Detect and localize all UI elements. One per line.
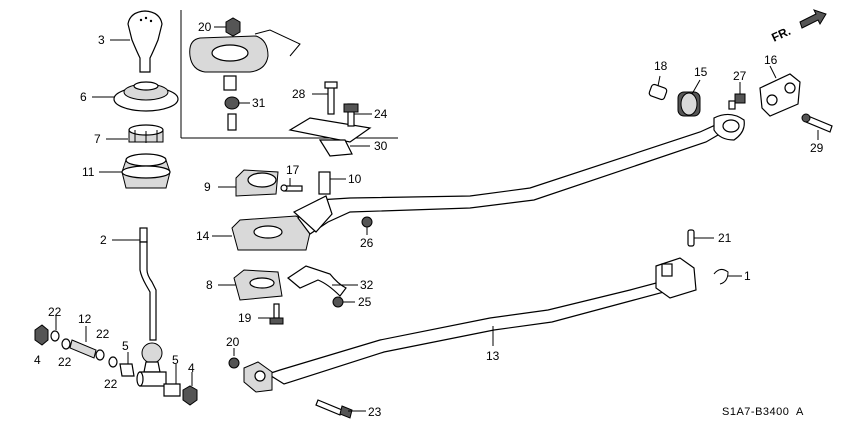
callout-30: 30 [374,139,388,153]
callout-19: 19 [238,311,252,325]
callout-22b: 22 [58,355,72,369]
diagram-code: S1A7-B3400 A [722,406,804,418]
bushing-base-14 [231,215,313,251]
callout-10: 10 [348,172,362,186]
callout-28: 28 [292,87,306,101]
bushing-holder-9 [235,169,279,197]
callout-2: 2 [100,233,107,247]
callout-12: 12 [78,312,92,326]
pin-21 [687,229,695,247]
callout-14: 14 [196,229,210,243]
callout-22c: 22 [96,327,110,341]
callout-13: 13 [486,349,500,363]
bracket-16 [759,73,801,117]
front-direction-label: FR. [769,24,792,45]
bolts-28-24 [324,81,359,127]
callout-18: 18 [654,59,668,73]
callout-1: 1 [744,269,751,283]
bracket-32 [286,265,347,297]
bolt-29 [801,113,833,133]
callout-5a: 5 [122,339,129,353]
bolt-17 [280,184,303,192]
plate-8 [233,269,283,301]
callout-32: 32 [360,278,374,292]
lower-rod-end [228,357,273,393]
callout-21: 21 [718,231,732,245]
callout-26: 26 [360,236,374,250]
nut-26 [361,216,373,228]
callout-24: 24 [374,107,388,121]
collar-10 [318,171,331,195]
callout-22d: 22 [104,377,118,391]
callout-27: 27 [733,69,747,83]
bolt-27 [728,93,746,110]
callout-labels: 3 6 7 11 2 20 31 28 24 30 9 17 10 14 26 … [34,20,824,419]
collar-18 [648,83,668,101]
callout-8: 8 [206,278,213,292]
bracket-30 [288,117,372,157]
leader-lines [55,26,819,412]
callout-29: 29 [810,141,824,155]
boot-retainer-ring [128,124,164,143]
callout-9: 9 [204,180,211,194]
callout-6: 6 [80,90,87,104]
callout-11: 11 [82,165,95,179]
callout-15: 15 [694,65,708,79]
bolt-19 [269,303,284,325]
callout-31: 31 [252,96,266,110]
shift-lever [136,227,167,387]
shift-boot [113,81,179,112]
shift-parts-left [34,324,198,406]
change-rod-lower [266,257,729,385]
callout-22a: 22 [48,305,62,319]
callout-23: 23 [368,405,382,419]
bolt-23 [315,399,353,419]
inset-parts [189,17,301,131]
callout-4b: 4 [188,361,195,375]
shift-knob [127,10,163,73]
nut-25 [332,296,344,308]
extension-rod-upper [292,113,745,235]
dust-seal [121,153,171,189]
callout-20a: 20 [198,20,212,34]
diagram-code-text: S1A7-B3400 [722,406,789,418]
callout-20b: 20 [226,335,240,349]
callout-16: 16 [764,53,778,67]
callout-5b: 5 [172,353,179,367]
bushing-15 [677,91,701,117]
callout-4a: 4 [34,353,41,367]
callout-25: 25 [358,295,372,309]
callout-3: 3 [98,33,105,47]
callout-17: 17 [286,163,300,177]
front-direction-arrow: FR. [769,9,827,45]
callout-7: 7 [94,132,101,146]
inset-frame [180,10,398,139]
diagram-revision: A [796,406,804,418]
